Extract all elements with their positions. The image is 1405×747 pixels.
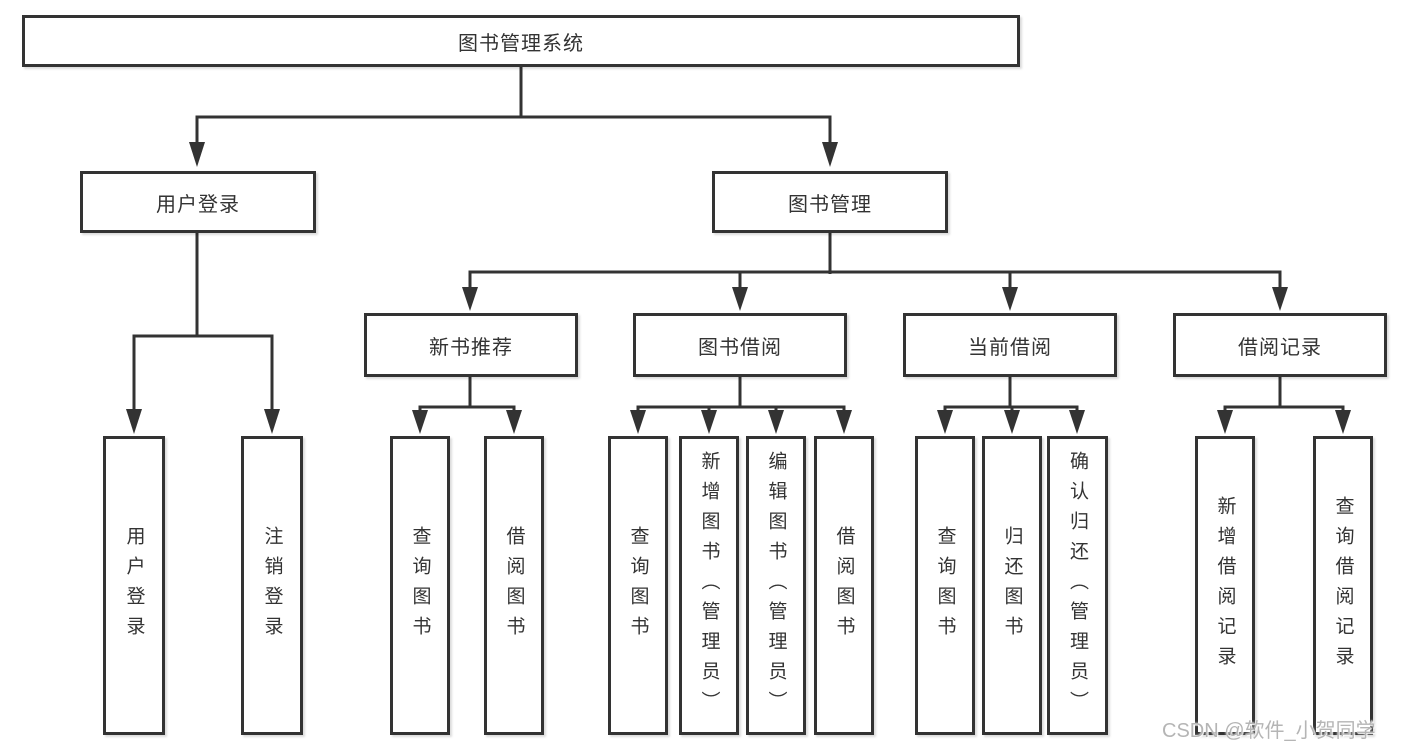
node-leaf-add-borrow-record: 新增借阅记录 <box>1195 436 1255 735</box>
node-leaf-borrow-books: 借阅图书 <box>814 436 874 735</box>
node-leaf-query-books-current: 查询图书 <box>915 436 975 735</box>
node-label: 查询图书 <box>934 525 956 646</box>
node-user-login: 用户登录 <box>80 171 316 233</box>
node-label: 新增图书（管理员） <box>698 450 720 721</box>
node-label: 用户登录 <box>123 525 145 646</box>
node-leaf-user-login: 用户登录 <box>103 436 165 735</box>
node-leaf-return-books: 归还图书 <box>982 436 1042 735</box>
node-current-borrowing: 当前借阅 <box>903 313 1117 377</box>
node-label: 查询图书 <box>409 525 431 646</box>
node-label: 图书借阅 <box>698 336 782 359</box>
node-label: 确认归还（管理员） <box>1067 450 1088 721</box>
node-label: 借阅图书 <box>833 525 855 646</box>
node-label: 查询图书 <box>627 525 649 646</box>
node-leaf-confirm-return-admin: 确认归还（管理员） <box>1047 436 1108 735</box>
node-label: 查询借阅记录 <box>1332 495 1354 676</box>
node-book-management: 图书管理 <box>712 171 948 233</box>
node-label: 用户登录 <box>156 193 240 216</box>
node-label: 注销登录 <box>261 525 283 646</box>
csdn-watermark: CSDN @软件_小贺同学 <box>1162 720 1376 742</box>
node-leaf-query-books-borrow: 查询图书 <box>608 436 668 735</box>
node-new-book-recommendation: 新书推荐 <box>364 313 578 377</box>
node-borrowing-records: 借阅记录 <box>1173 313 1387 377</box>
node-leaf-borrow-books-recommend: 借阅图书 <box>484 436 544 735</box>
node-leaf-edit-books-admin: 编辑图书（管理员） <box>746 436 806 735</box>
node-label: 借阅图书 <box>503 525 525 646</box>
node-library-management-system: 图书管理系统 <box>22 15 1020 67</box>
node-label: 借阅记录 <box>1238 336 1322 359</box>
node-leaf-query-books-recommend: 查询图书 <box>390 436 450 735</box>
node-label: 归还图书 <box>1001 525 1023 646</box>
node-label: 当前借阅 <box>968 336 1052 359</box>
node-leaf-add-books-admin: 新增图书（管理员） <box>679 436 739 735</box>
node-label: 新增借阅记录 <box>1214 495 1236 676</box>
node-book-borrowing: 图书借阅 <box>633 313 847 377</box>
node-label: 编辑图书（管理员） <box>765 450 787 721</box>
node-label: 新书推荐 <box>429 336 513 359</box>
node-label: 图书管理系统 <box>458 32 584 55</box>
node-leaf-query-borrow-record: 查询借阅记录 <box>1313 436 1373 735</box>
node-label: 图书管理 <box>788 193 872 216</box>
node-leaf-logout: 注销登录 <box>241 436 303 735</box>
